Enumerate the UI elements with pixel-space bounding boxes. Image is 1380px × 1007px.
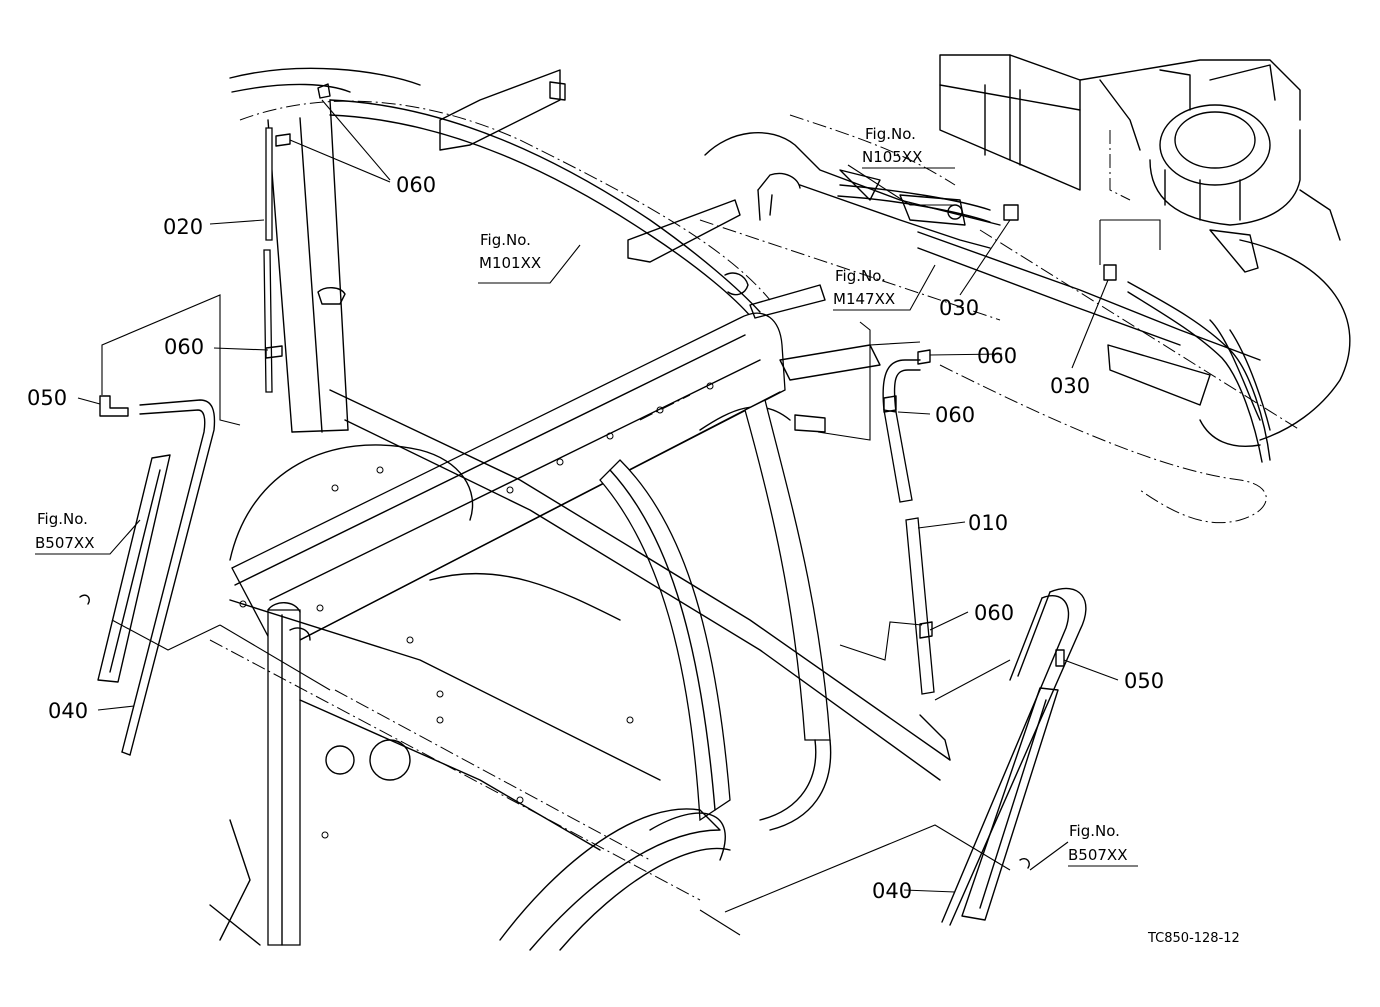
figure-references: Fig.No. N105XX Fig.No. M101XX Fig.No. M1…: [35, 125, 1138, 867]
routing-lines: [639, 114, 1267, 524]
label-040-left: 040: [48, 699, 88, 723]
trim-strip-b507-left: [97, 454, 171, 683]
label-010: 010: [968, 511, 1008, 535]
figref-b507-left: Fig.No. B507XX: [35, 510, 141, 555]
figref-b507-left-prefix: Fig.No.: [37, 510, 88, 528]
label-030-left: 030: [939, 296, 979, 320]
label-050-left: 050: [27, 386, 67, 410]
cab-frame: [209, 67, 951, 951]
label-060-right-low: 060: [974, 601, 1014, 625]
figref-b507-right: Fig.No. B507XX: [1068, 822, 1138, 867]
elbow-050-right: [1055, 649, 1065, 667]
label-020: 020: [163, 215, 203, 239]
hose-clamps: [265, 83, 1117, 639]
label-040-right: 040: [872, 879, 912, 903]
hoses: [79, 83, 1271, 926]
duct-rail: [699, 132, 1351, 447]
drain-hose-020-upper: [265, 127, 273, 241]
label-050-right: 050: [1124, 669, 1164, 693]
figref-m147-code: M147XX: [833, 290, 895, 308]
label-060-top: 060: [396, 173, 436, 197]
label-060-right-top: 060: [977, 344, 1017, 368]
figref-m101: Fig.No. M101XX: [478, 231, 550, 284]
drain-tube-040-left: [129, 399, 216, 756]
elbow-050-left: [99, 395, 129, 417]
label-060-left: 060: [164, 335, 204, 359]
trim-strip-b507-right: [961, 687, 1059, 921]
drawing-code: TC850-128-12: [1147, 931, 1240, 946]
part-labels: 060 020 060 050 040 030 030 060 060 010 …: [27, 173, 1164, 903]
drain-hose-010: [883, 409, 913, 503]
leader-lines: [77, 99, 1161, 936]
figref-n105-prefix: Fig.No.: [865, 125, 916, 143]
figref-m101-code: M101XX: [479, 254, 541, 272]
label-030-right: 030: [1050, 374, 1090, 398]
drain-tube-040-right: [949, 587, 1087, 926]
hvac-unit: [939, 54, 1341, 273]
figref-n105: Fig.No. N105XX: [862, 125, 955, 169]
figref-b507-right-code: B507XX: [1068, 846, 1127, 864]
figref-m147-prefix: Fig.No.: [835, 267, 886, 285]
figref-b507-left-code: B507XX: [35, 534, 94, 552]
figref-n105-code: N105XX: [862, 148, 922, 166]
label-060-right-mid: 060: [935, 403, 975, 427]
figref-m147: Fig.No. M147XX: [833, 267, 910, 311]
drain-hose-020-lower: [263, 249, 273, 393]
roof-brackets: [439, 69, 881, 433]
figref-m101-prefix: Fig.No.: [480, 231, 531, 249]
figref-b507-right-prefix: Fig.No.: [1069, 822, 1120, 840]
